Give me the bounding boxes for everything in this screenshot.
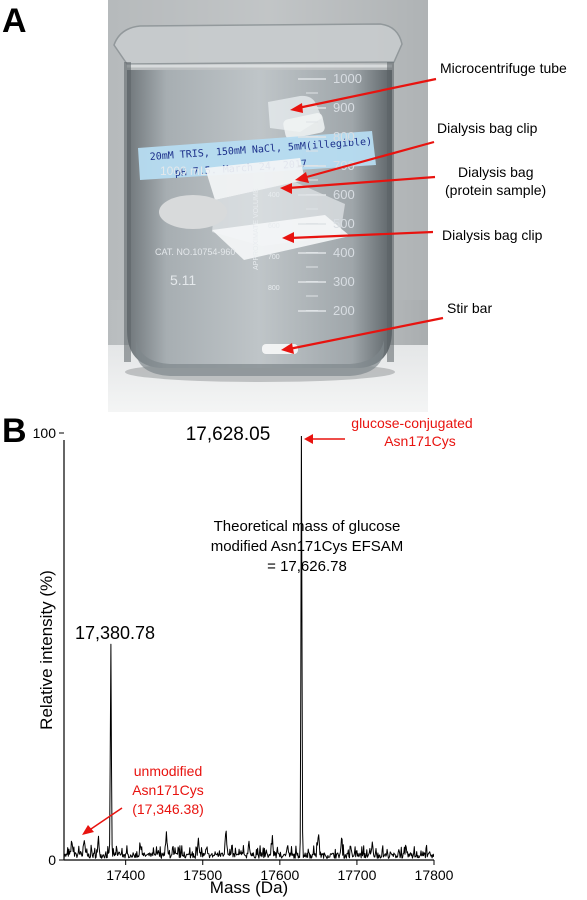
callout-dialysis-clip-top: Dialysis bag clip: [295, 120, 538, 183]
photo-callouts: Microcentrifuge tube Dialysis bag clip D…: [280, 60, 567, 354]
y-axis-label: Relative intensity (%): [37, 570, 56, 730]
annotation-unmodified-line3: (17,346.38): [132, 801, 204, 817]
graduation-inner-label: 400: [268, 192, 280, 199]
label-dialysis-bag: Dialysis bag: [458, 164, 533, 180]
spectrum-trace: [64, 436, 434, 859]
label-stir-bar: Stir bar: [447, 300, 492, 316]
mass-spectrum-chart: 17400 17500 17600 17700 17800 0 100 Mass (Da)…: [33, 415, 473, 897]
graduation-label: 300: [333, 274, 355, 289]
graduation-label: 600: [333, 187, 355, 202]
peak-label-glucose-conjugated: 17,628.05: [186, 424, 271, 445]
beaker-volume-text: 1000 mL: [160, 164, 207, 178]
peak-label-unconjugated: 17,380.78: [75, 623, 155, 643]
graduation-inner-label: 700: [268, 254, 280, 261]
label-dialysis-bag-sub: (protein sample): [445, 182, 546, 198]
label-dialysis-clip-top: Dialysis bag clip: [437, 120, 538, 136]
annotation-conjugated-line2: Asn171Cys: [384, 433, 456, 449]
x-tick-label: 17400: [106, 867, 145, 883]
graduation-label: 800: [333, 129, 355, 144]
x-axis-label: Mass (Da): [210, 878, 288, 897]
graduation-label: 400: [333, 245, 355, 260]
beaker-oval-label: [159, 195, 227, 229]
graduation-inner-label: 600: [268, 223, 280, 230]
beaker-wall-right: [387, 62, 394, 362]
callout-dialysis-bag: Dialysis bag (protein sample): [280, 164, 546, 198]
y-tick-label: 0: [48, 852, 56, 868]
beaker-base: [136, 340, 384, 376]
callout-dialysis-clip-bottom: Dialysis bag clip: [282, 227, 543, 243]
dialysis-clip-top: [205, 158, 305, 200]
graduation-label: 1000: [333, 71, 362, 86]
panel-label-a: A: [2, 2, 27, 40]
graduation-label: 200: [333, 303, 355, 318]
x-ticks: 17400 17500 17600 17700 17800: [106, 860, 454, 883]
annotation-conjugated-line1: glucose-conjugated: [351, 415, 472, 431]
x-tick-label: 17500: [183, 867, 222, 883]
annotation-theoretical-line1: Theoretical mass of glucose: [214, 518, 401, 535]
annotation-theoretical-line3: = 17,626.78: [267, 558, 347, 575]
annotation-unmodified-line2: Asn171Cys: [132, 782, 204, 798]
beaker-wall-left: [124, 62, 131, 362]
dialysis-clip-bottom: [212, 215, 350, 260]
callout-stir-bar: Stir bar: [281, 300, 492, 354]
photo: 20mM TRIS, 150mM NaCl, 5mM(illegible) pH…: [108, 0, 428, 412]
annotation-unmodified: unmodified Asn171Cys (17,346.38): [82, 763, 204, 835]
x-tick-label: 17600: [260, 867, 299, 883]
y-tick-label: 100: [33, 425, 57, 441]
x-tick-label: 17700: [337, 867, 376, 883]
annotation-unmodified-line1: unmodified: [134, 763, 203, 779]
beaker-catalog-text: CAT. NO.10754-960: [155, 247, 235, 257]
annotation-theoretical-line2: modified Asn171Cys EFSAM: [211, 538, 404, 555]
panel-label-b: B: [2, 412, 27, 450]
graduation-label: 500: [333, 216, 355, 231]
x-tick-label: 17800: [415, 867, 454, 883]
annotation-glucose-conjugated: glucose-conjugated Asn171Cys: [304, 415, 473, 449]
graduation-inner-label: 800: [268, 285, 280, 292]
label-dialysis-clip-bottom: Dialysis bag clip: [442, 227, 543, 243]
graduation-label: 900: [333, 100, 355, 115]
callout-microcentrifuge-tube: Microcentrifuge tube: [290, 60, 567, 113]
beaker-mark-text: 5.11: [170, 272, 196, 288]
approx-text: APPROXIMATE VOLUME: [253, 188, 260, 270]
annotation-theoretical-mass: Theoretical mass of glucose modified Asn…: [211, 518, 404, 575]
beaker-rim: [113, 23, 403, 65]
y-ticks: 0 100: [33, 425, 64, 868]
label-microcentrifuge-tube: Microcentrifuge tube: [440, 60, 567, 76]
